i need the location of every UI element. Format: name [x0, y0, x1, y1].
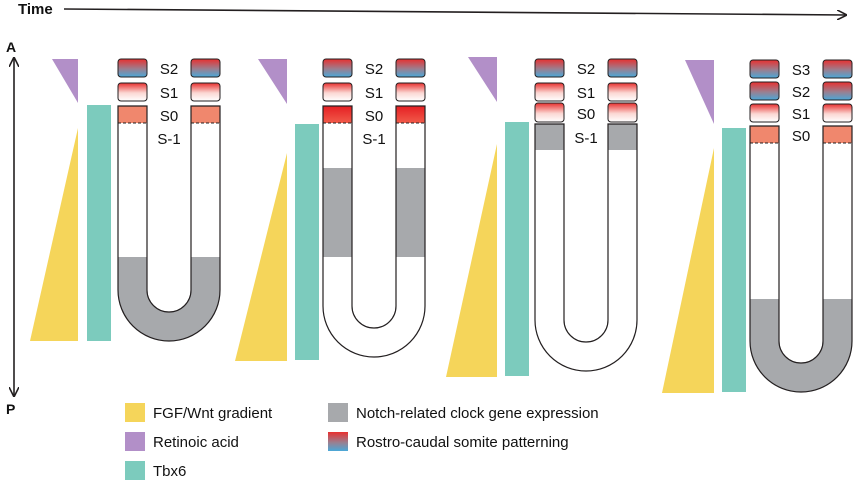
clock-expression-anterior-right — [608, 124, 637, 150]
fgf-wnt-swatch — [125, 403, 145, 422]
somite-s2-right — [395, 58, 426, 78]
somite-label: S2 — [365, 61, 383, 78]
legend-fgf-wnt-label: FGF/Wnt gradient — [153, 405, 273, 422]
somite-s0-right — [607, 102, 638, 123]
somite-label: S3 — [792, 62, 810, 79]
somite-label: S0 — [160, 108, 178, 125]
time-label: Time — [18, 1, 53, 18]
stage-1: S2 S1 S0 S-1 — [30, 58, 221, 342]
legend-tbx6-label: Tbx6 — [153, 463, 186, 480]
somite-label: S0 — [792, 128, 810, 145]
psm-outline — [322, 105, 426, 358]
somite-s1-right — [190, 82, 221, 102]
s0-expression-left — [323, 106, 352, 123]
retinoic-acid-wedge — [52, 59, 78, 103]
somite-label: S1 — [365, 85, 383, 102]
clock-expression-middle-left — [323, 168, 352, 257]
stage-4: S3 S2 S1 S0 — [662, 59, 853, 393]
somite-s3-left — [749, 59, 780, 79]
somite-s2-left — [322, 58, 353, 78]
s0-expression-right — [191, 106, 220, 123]
psm-outline — [534, 123, 638, 372]
somite-s1-right — [822, 103, 853, 123]
somite-label: S1 — [577, 85, 595, 102]
somite-s1-left — [322, 82, 353, 102]
somite-s1-right — [607, 82, 638, 102]
clock-expression-tail — [118, 257, 220, 341]
somite-s1-left — [749, 103, 780, 123]
fgf-wnt-gradient — [662, 148, 714, 393]
retinoic-acid-wedge — [258, 59, 287, 104]
stage-3: S2 S1 S0 S-1 — [446, 57, 638, 377]
somite-label: S2 — [160, 61, 178, 78]
somite-s2-left — [749, 81, 780, 101]
fgf-wnt-gradient — [30, 128, 78, 341]
somite-s1-right — [395, 82, 426, 102]
fgf-wnt-gradient — [235, 153, 287, 361]
somite-label: S2 — [792, 84, 810, 101]
legend: FGF/Wnt gradient Notch-related clock gen… — [125, 403, 599, 480]
anterior-label: A — [6, 39, 16, 55]
somite-label: S-1 — [362, 131, 385, 148]
tbx6-swatch — [125, 461, 145, 480]
somite-label: S2 — [577, 61, 595, 78]
somite-s2-right — [190, 58, 221, 78]
time-arrow — [63, 8, 846, 15]
retinoic-acid-wedge — [468, 57, 497, 102]
psm-outline — [749, 125, 853, 393]
posterior-label: P — [6, 401, 15, 417]
somite-s1-left — [117, 82, 148, 102]
somite-label: S-1 — [574, 130, 597, 147]
s0-expression-left — [750, 126, 779, 143]
somite-label: S-1 — [157, 131, 180, 148]
somite-label: S0 — [365, 108, 383, 125]
s0-expression-right — [823, 126, 852, 143]
somite-s0-left — [534, 102, 565, 123]
s0-expression-left — [118, 106, 147, 123]
clock-expression-tail — [750, 299, 852, 392]
legend-notch-clock-label: Notch-related clock gene expression — [356, 405, 599, 422]
somite-s2-left — [117, 58, 148, 78]
tbx6-bar — [505, 122, 529, 376]
somite-label: S1 — [160, 85, 178, 102]
tbx6-bar — [87, 105, 111, 341]
retinoic-acid-wedge — [685, 60, 714, 124]
legend-rostro-caudal-label: Rostro-caudal somite patterning — [356, 434, 569, 451]
somite-s2-right — [607, 58, 638, 78]
clock-expression-middle-right — [396, 168, 425, 257]
tbx6-bar — [295, 124, 319, 360]
somite-label: S1 — [792, 106, 810, 123]
tbx6-bar — [722, 128, 746, 392]
somite-label: S0 — [577, 106, 595, 123]
retinoic-acid-swatch — [125, 432, 145, 451]
somite-s2-right — [822, 81, 853, 101]
fgf-wnt-gradient — [446, 144, 497, 377]
s0-expression-right — [396, 106, 425, 123]
legend-retinoic-acid-label: Retinoic acid — [153, 434, 239, 451]
clock-expression-anterior-left — [535, 124, 564, 150]
psm-outline — [117, 105, 221, 342]
somite-s3-right — [822, 59, 853, 79]
stage-2: S2 S1 S0 S-1 — [235, 58, 426, 361]
somite-s1-left — [534, 82, 565, 102]
notch-clock-swatch — [328, 403, 348, 422]
rostro-caudal-swatch — [328, 432, 348, 451]
somite-s2-left — [534, 58, 565, 78]
